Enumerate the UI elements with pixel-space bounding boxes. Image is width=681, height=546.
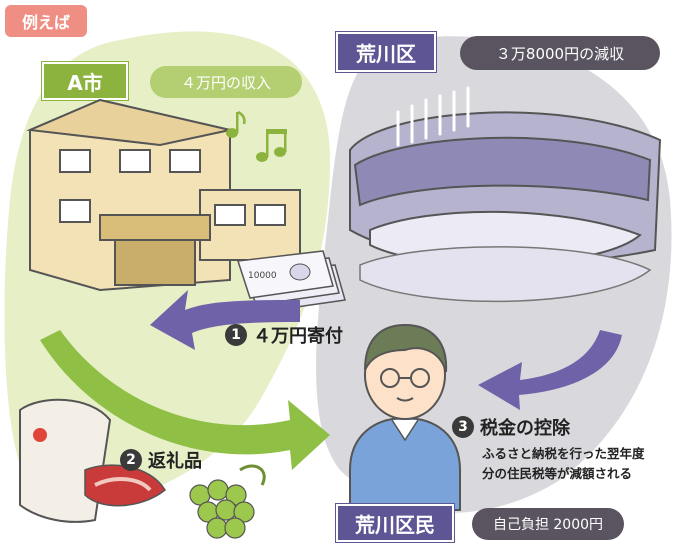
step-1-number-badge: 1 bbox=[225, 324, 247, 346]
city-hall-building-illustration bbox=[26, 98, 301, 292]
step-2-number-badge: 2 bbox=[120, 449, 142, 471]
step-2-label: 返礼品 bbox=[148, 451, 202, 472]
city-label: A市 bbox=[42, 62, 128, 100]
example-tag: 例えば bbox=[5, 5, 87, 37]
step-1-label: ４万円寄付 bbox=[253, 326, 343, 347]
resident-person-illustration bbox=[349, 323, 461, 511]
resident-burden-pill: 自己負担 2000円 bbox=[472, 508, 624, 540]
step-3-label: 税金の控除 bbox=[480, 418, 570, 439]
banknote-denomination-text: 10000 bbox=[248, 271, 277, 281]
return-gift-items-illustration bbox=[19, 398, 266, 539]
stadium-illustration bbox=[349, 86, 662, 303]
step-3-tax-deduction: 3 税金の控除 bbox=[452, 414, 570, 440]
step-3-description-line-2: 分の住民税等が減額される bbox=[482, 466, 633, 481]
resident-label: 荒川区民 bbox=[336, 504, 454, 542]
green-arrow-return-gift bbox=[40, 330, 330, 470]
step-1-donation: 1 ４万円寄付 bbox=[225, 322, 343, 348]
step-2-return-gift: 2 返礼品 bbox=[120, 447, 202, 473]
purple-arrow-donation bbox=[150, 290, 300, 350]
city-income-pill: ４万円の収入 bbox=[150, 66, 302, 98]
banknotes-illustration bbox=[237, 250, 346, 313]
purple-arrow-tax-deduction bbox=[478, 330, 622, 410]
music-note-icon bbox=[226, 110, 287, 162]
step-3-description-line-1: ふるさと納税を行った翌年度 bbox=[482, 446, 645, 461]
step-3-number-badge: 3 bbox=[452, 416, 474, 438]
ward-reduction-pill: ３万8000円の減収 bbox=[460, 36, 660, 70]
ward-label: 荒川区 bbox=[336, 32, 436, 72]
